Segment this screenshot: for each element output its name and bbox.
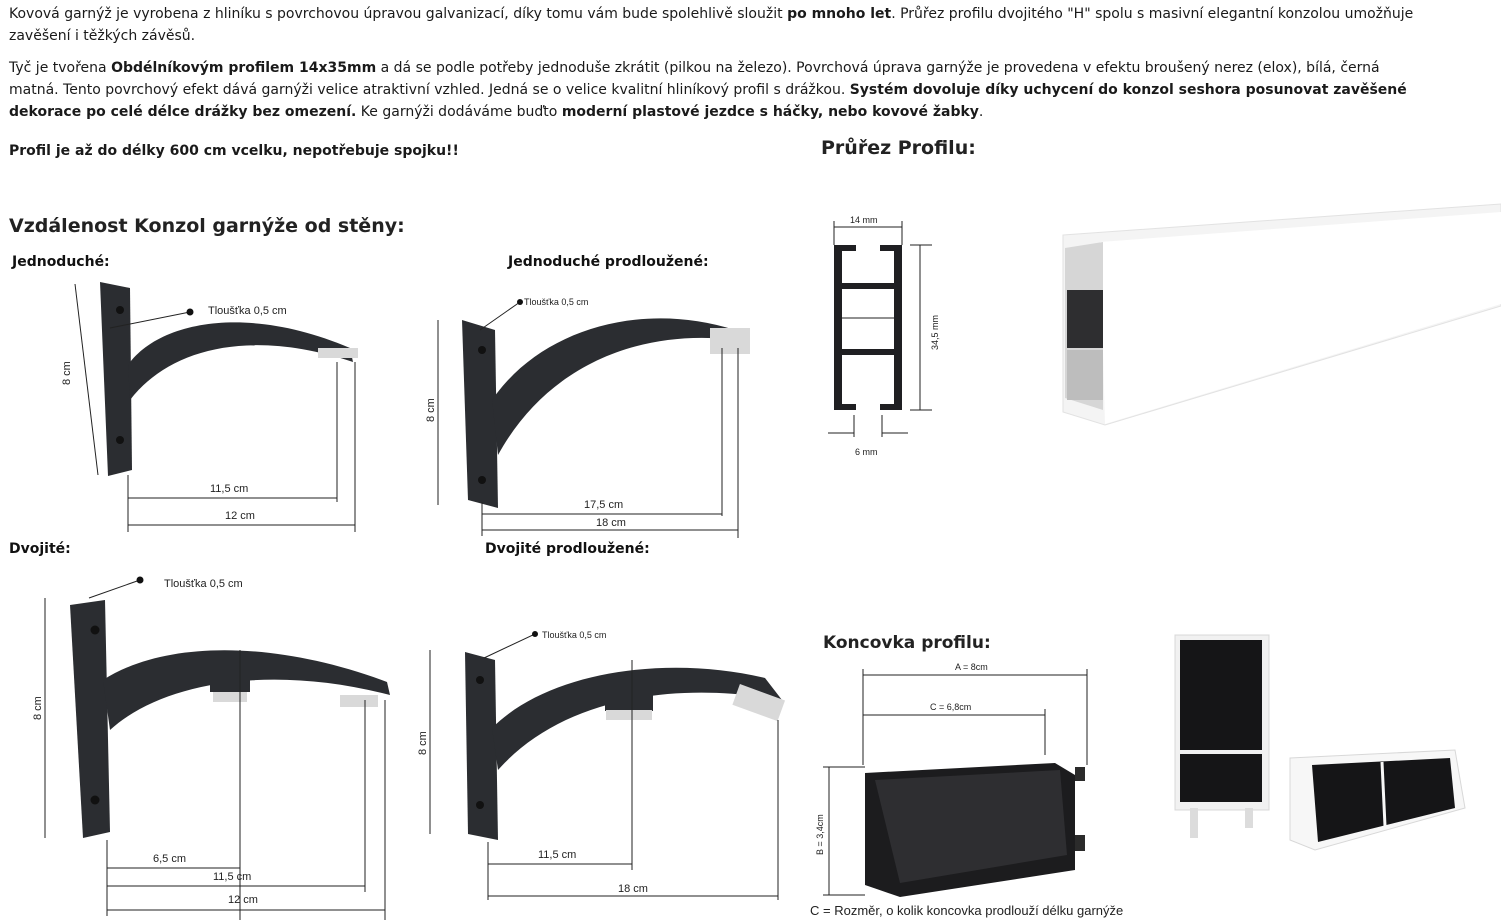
bracket-body <box>465 652 498 840</box>
subheading-jednoduche-prodlouzene: Jednoduché prodloužené: <box>508 254 709 270</box>
label-c-note: C = Rozměr, o kolik koncovka prodlouží d… <box>810 903 1123 918</box>
bracket-single-diagram: Tloušťka 0,5 cm 8 cm 11,5 cm 12 cm <box>61 282 358 532</box>
label-height-34-5mm: 34,5 mm <box>930 315 940 350</box>
label-width-12: 12 cm <box>228 894 258 906</box>
intro-text: a dá se podle potřeby jednoduše zkrátit … <box>9 60 1380 98</box>
label-width-11-5: 11,5 cm <box>213 871 251 883</box>
profile-shape <box>834 245 902 410</box>
label-width-6mm: 6 mm <box>855 447 878 457</box>
intro-text: Profil je až do délky 600 cm vcelku, nep… <box>9 143 459 159</box>
intro-text: Tyč je tvořena <box>9 60 112 76</box>
label-thickness: Tloušťka 0,5 cm <box>164 578 243 590</box>
label-height: 8 cm <box>425 398 437 422</box>
label-thickness: Tloušťka 0,5 cm <box>524 297 588 307</box>
bracket-body <box>462 320 498 508</box>
intro-bold: Systém dovoluje díky uchycení do konzol … <box>9 82 1407 120</box>
intro-paragraph-3: Profil je až do délky 600 cm vcelku, nep… <box>9 140 459 162</box>
label-width-18: 18 cm <box>596 517 626 529</box>
intro-bold: moderní plastové jezdce s háčky, nebo ko… <box>561 104 979 120</box>
bracket-body <box>100 282 132 476</box>
heading-koncovka: Koncovka profilu: <box>823 633 991 653</box>
heading-vzdalenost: Vzdálenost Konzol garnýže od stěny: <box>9 215 405 237</box>
label-width-14mm: 14 mm <box>850 215 878 225</box>
label-width-11-5: 11,5 cm <box>538 849 576 861</box>
label-width-18: 18 cm <box>618 883 648 895</box>
label-width-17-5: 17,5 cm <box>584 499 623 511</box>
label-c-6-8cm: C = 6,8cm <box>930 702 971 712</box>
intro-text: Kovová garnýž je vyrobena z hliníku s po… <box>9 6 788 22</box>
label-width-12: 12 cm <box>225 510 255 522</box>
label-a-8cm: A = 8cm <box>955 662 988 672</box>
end-cap-diagram: A = 8cm C = 6,8cm B = 3,4cm C = Rozměr, … <box>810 662 1123 918</box>
heading-prurez: Průřez Profilu: <box>821 137 976 159</box>
label-width-11-5: 11,5 cm <box>210 483 248 495</box>
bracket-arm <box>103 650 390 730</box>
bracket-arm <box>492 667 782 770</box>
label-thickness: Tloušťka 0,5 cm <box>208 305 287 317</box>
intro-bold: Obdélníkovým profilem 14x35mm <box>111 60 377 76</box>
bracket-double-extended-diagram: Tloušťka 0,5 cm 8 cm 11,5 cm 18 cm <box>417 630 786 900</box>
label-height: 8 cm <box>32 696 44 720</box>
intro-bold: po mnoho let <box>787 6 892 22</box>
intro-text: . Průřez profilu dvojitého "H" spolu s m… <box>9 6 1414 44</box>
label-thickness: Tloušťka 0,5 cm <box>542 630 606 640</box>
intro-paragraph-2: Tyč je tvořena Obdélníkovým profilem 14x… <box>9 57 1429 123</box>
intro-paragraph-1: Kovová garnýž je vyrobena z hliníku s po… <box>9 3 1429 47</box>
bracket-arm <box>492 318 750 455</box>
label-height: 8 cm <box>417 731 429 755</box>
end-cap-photos <box>1174 634 1466 851</box>
subheading-dvojite: Dvojité: <box>9 541 71 557</box>
label-width-6-5: 6,5 cm <box>153 853 186 865</box>
label-b-3-4cm: B = 3,4cm <box>815 814 825 855</box>
white-rail-image <box>1062 203 1501 426</box>
profile-cross-section-diagram: 14 mm 34,5 mm 6 mm <box>828 215 940 457</box>
bracket-body <box>70 600 110 838</box>
subheading-dvojite-prodlouzene: Dvojité prodloužené: <box>485 541 650 557</box>
bracket-double-diagram: Tloušťka 0,5 cm 8 cm 6,5 cm 11,5 cm 12 c… <box>32 576 390 920</box>
bracket-single-extended-diagram: Tloušťka 0,5 cm 8 cm 17,5 cm 18 cm <box>425 297 750 538</box>
bracket-arm <box>128 322 353 400</box>
subheading-jednoduche: Jednoduché: <box>12 254 110 270</box>
label-height: 8 cm <box>61 361 73 385</box>
intro-text: . <box>978 104 984 120</box>
intro-text: Ke garnýži dodáváme buďto <box>356 104 562 120</box>
